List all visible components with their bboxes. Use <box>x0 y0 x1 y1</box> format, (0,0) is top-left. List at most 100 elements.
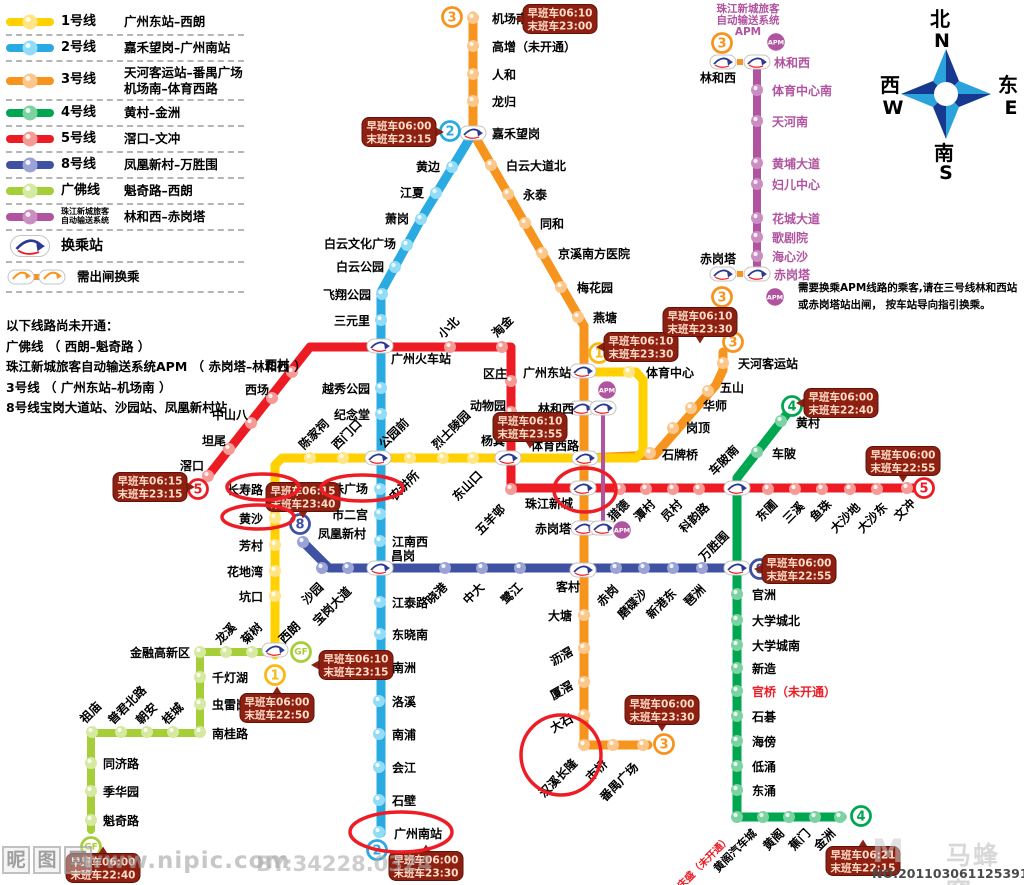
station-dot <box>572 311 584 323</box>
svg-text:早班车06:00: 早班车06:00 <box>630 698 695 711</box>
station-dot <box>731 760 743 772</box>
transfer-icon <box>723 560 751 576</box>
compass-south-en: S <box>939 162 953 180</box>
notes-line: 3号线 （ 广州东站–机场南 ） <box>6 379 172 395</box>
station-label: 黄村 <box>796 415 820 430</box>
station-label: 赤岗塔 <box>774 267 811 282</box>
station-label: 广州南站 <box>394 826 442 841</box>
station-label: 大学城南 <box>752 638 800 653</box>
station-label: 蕉门 <box>786 826 814 854</box>
transfer-icon <box>743 266 771 282</box>
notes-line: 8号线宝岗大道站、沙园站、凤凰新村站 <box>6 400 228 415</box>
line-8-path <box>298 537 747 573</box>
station-label: 妇儿中心 <box>771 177 820 192</box>
station-dot <box>374 596 386 608</box>
station-dot <box>731 735 743 747</box>
station-label: 飞翔公园 <box>323 287 371 302</box>
legend-line-name: 5号线 <box>61 131 97 147</box>
station-label: 坦尾 <box>202 434 226 448</box>
station-label: 洛溪 <box>392 694 417 709</box>
station-dot <box>373 761 385 773</box>
svg-text:3: 3 <box>717 37 726 52</box>
svg-text:5: 5 <box>919 482 928 497</box>
transfer-icon <box>571 450 599 466</box>
transfer-icon <box>723 480 751 496</box>
station-dot <box>374 508 386 520</box>
nipic-logo-char: 网 <box>64 846 92 874</box>
line-badge: APM <box>596 379 618 401</box>
svg-text:早班车06:15: 早班车06:15 <box>118 475 183 488</box>
legend-line-swatch <box>6 209 54 225</box>
mafengwo-watermark: 马蜂窝 <box>946 841 1001 885</box>
station-dot <box>376 288 388 300</box>
station-dot <box>373 794 385 806</box>
compass-rose: 北 N 西 W 东 E 南 S <box>880 7 1018 180</box>
station-label: 石碁 <box>751 709 777 724</box>
legend-line-route: 广州东站–西朗 <box>124 14 206 30</box>
annotation-circle <box>319 473 405 503</box>
station-label: 江夏 <box>400 185 425 200</box>
station-label: 三元里 <box>334 313 370 328</box>
svg-text:5: 5 <box>193 483 202 498</box>
legend-line-name: 4号线 <box>61 105 97 121</box>
station-dot <box>85 814 97 826</box>
station-label: 东晓南 <box>392 627 428 642</box>
mafengwo-logo-icon: M <box>872 832 904 870</box>
station-dot <box>816 483 828 495</box>
station-dot <box>141 726 153 738</box>
station-dot <box>751 231 763 243</box>
station-label: 燕塘 <box>593 310 617 325</box>
svg-text:早班车06:10: 早班车06:10 <box>528 7 593 20</box>
legend-line-name: 1号线 <box>61 13 97 29</box>
station-dot <box>844 483 856 495</box>
legend-line-route: 林和西–赤岗塔 <box>124 209 206 225</box>
compass-south-cn: 南 <box>934 141 954 165</box>
image-number-watermark: NO:20110306112539164181 <box>872 866 1024 881</box>
station-dot <box>751 250 763 262</box>
station-dot <box>269 590 281 602</box>
station-label: 机场南 <box>492 11 528 26</box>
svg-text:早班车06:00: 早班车06:00 <box>767 557 832 570</box>
notes-title: 以下线路尚未开通： <box>6 318 119 333</box>
annotation-circle <box>348 810 454 854</box>
station-dot <box>731 784 743 796</box>
station-label: 天河客运站 <box>738 356 798 371</box>
legend-line-name: 广佛线 <box>61 183 101 199</box>
transfer-icon <box>364 450 392 466</box>
station-dot <box>731 811 743 823</box>
legend-line-swatch <box>6 14 54 30</box>
svg-text:4: 4 <box>787 400 796 415</box>
station-label: 客村 <box>555 579 580 594</box>
svg-text:末班车23:15: 末班车23:15 <box>367 133 432 146</box>
station-label: 东涌 <box>752 783 776 798</box>
station-dot <box>519 217 531 229</box>
compass-west-en: W <box>883 97 904 119</box>
svg-text:末班车23:15: 末班车23:15 <box>118 488 183 501</box>
station-dot <box>610 562 622 574</box>
station-dot <box>757 811 769 823</box>
station-dot <box>667 422 679 434</box>
transfer-icon <box>743 54 771 70</box>
station-label: 黄阁 <box>760 826 788 854</box>
station-label: 海傍 <box>752 734 776 749</box>
svg-text:3: 3 <box>728 336 737 351</box>
station-dot <box>401 239 413 251</box>
station-label: 祖庙 <box>76 699 104 727</box>
station-dot <box>731 662 743 674</box>
station-label: 南桂路 <box>212 726 249 741</box>
station-dot <box>297 536 309 548</box>
transfer-icon <box>709 54 737 70</box>
station-label: 江南西 <box>392 534 428 549</box>
station-dot <box>467 12 479 24</box>
gate-transfer-link <box>737 271 743 277</box>
station-label: 广州火车站 <box>391 351 451 366</box>
station-dot <box>502 188 514 200</box>
legend-line-swatch <box>6 73 54 89</box>
nipic-url-watermark: www.nipic.com <box>82 848 291 874</box>
legend-line-swatch <box>6 157 54 173</box>
station-dot <box>731 710 743 722</box>
line-badge: 4 <box>850 805 872 827</box>
